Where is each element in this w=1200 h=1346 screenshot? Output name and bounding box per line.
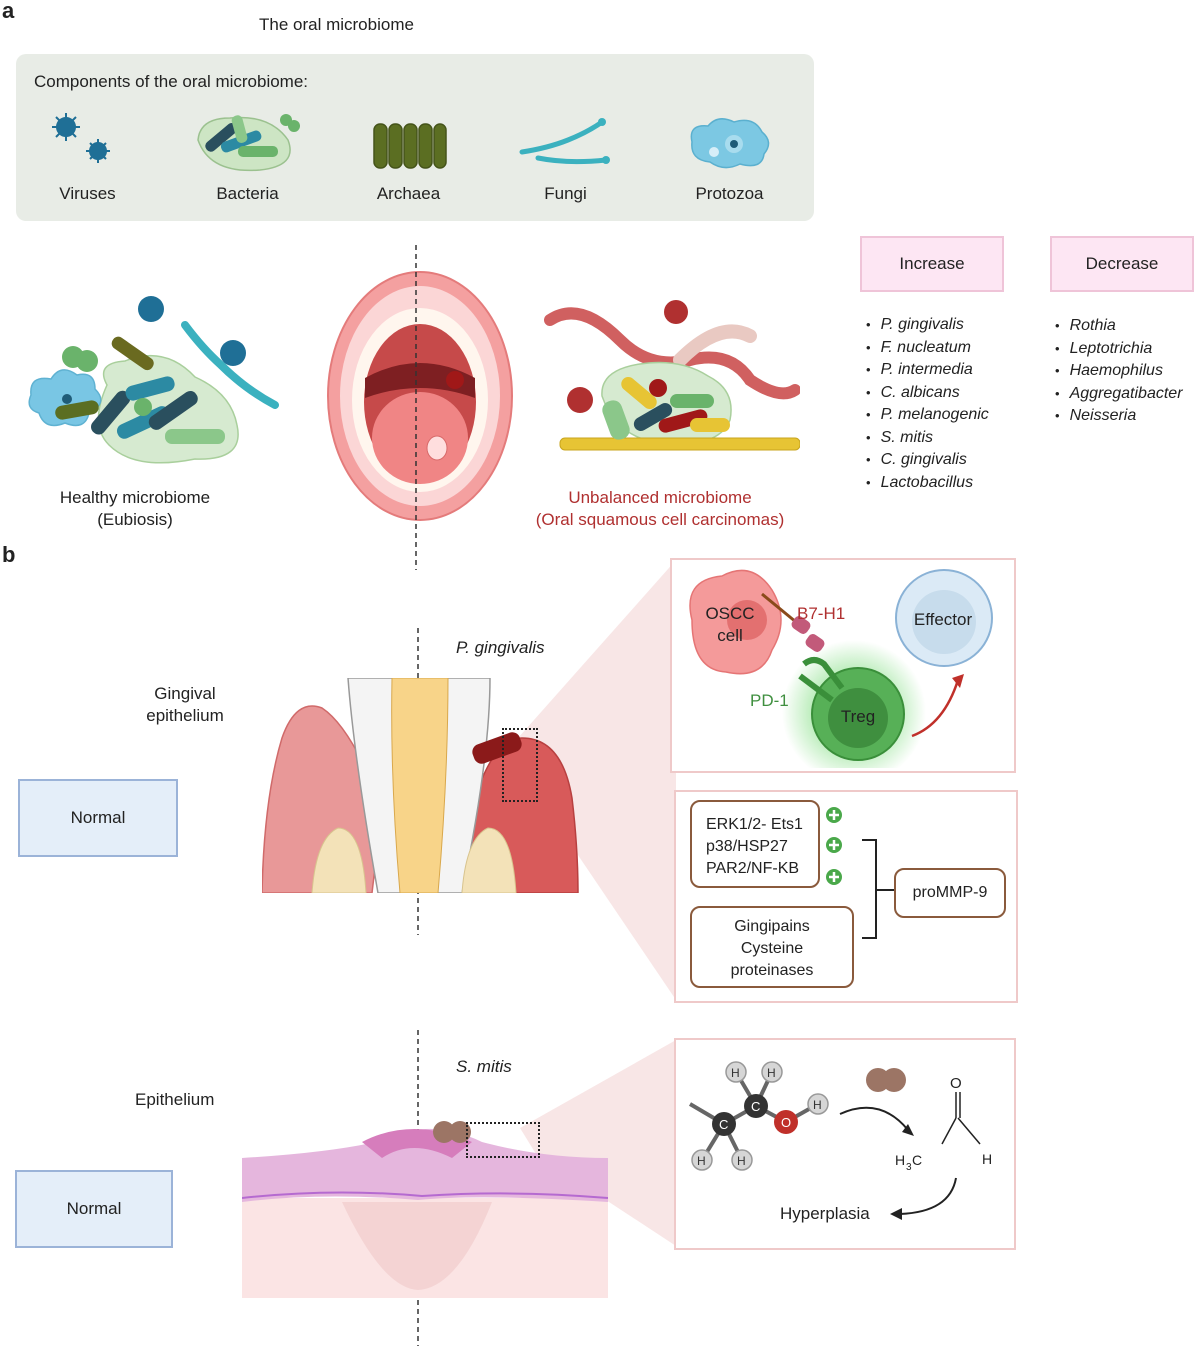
atom-h-5: H — [813, 1098, 822, 1112]
list-item: P. melanogenic — [866, 404, 989, 427]
open-mouth-illustration — [327, 271, 513, 521]
gingipains-line: Gingipains — [734, 918, 810, 935]
list-item: S. mitis — [866, 427, 989, 450]
epithelium-illustration — [242, 1121, 608, 1298]
sm-label: S. mitis — [456, 1057, 512, 1076]
normal-box-1: Normal — [18, 779, 178, 857]
atom-c-2: C — [751, 1099, 760, 1114]
fungi-icon — [519, 118, 610, 165]
component-label-viruses: Viruses — [59, 184, 116, 203]
unbalanced-label: Unbalanced microbiome — [568, 488, 752, 507]
oscc-label-line1: OSCC — [705, 604, 755, 623]
atom-o: O — [781, 1115, 791, 1130]
oscc-label-line2: cell — [717, 626, 743, 645]
h3c-h: H — [895, 1152, 905, 1168]
plus-icons — [826, 807, 842, 885]
divider-line-top — [415, 245, 417, 570]
hyperplasia-label: Hyperplasia — [780, 1204, 870, 1223]
pathway-item: p38/HSP27 — [706, 838, 788, 855]
list-item: P. gingivalis — [866, 314, 989, 337]
immune-interaction-illustration — [689, 569, 993, 768]
component-label-bacteria: Bacteria — [216, 184, 279, 203]
unbalanced-sublabel: (Oral squamous cell carcinomas) — [535, 510, 785, 529]
aldehyde-oxygen: O — [950, 1075, 962, 1092]
pathway-box: ERK1/2- Ets1 p38/HSP27 PAR2/NF-KB — [690, 800, 820, 888]
panel-letter-b: b — [2, 542, 16, 567]
healthy-sublabel: (Eubiosis) — [97, 510, 173, 529]
component-label-protozoa: Protozoa — [695, 184, 764, 203]
pathway-item: PAR2/NF-KB — [706, 860, 800, 877]
epithelium-label: Epithelium — [135, 1090, 215, 1109]
gingival-label-line2: epithelium — [146, 706, 224, 725]
protozoa-icon — [690, 118, 770, 169]
decrease-list: Rothia Leptotrichia Haemophilus Aggregat… — [1055, 315, 1183, 428]
list-item: Rothia — [1055, 315, 1183, 338]
list-item: F. nucleatum — [866, 337, 989, 360]
atom-h-4: H — [767, 1066, 776, 1080]
h3c-subscript: 3 — [906, 1162, 912, 1173]
virus-icon — [52, 113, 110, 163]
bracket-connector — [862, 839, 896, 939]
panel-a-title: The oral microbiome — [259, 15, 414, 34]
healthy-microbiome-illustration — [28, 296, 279, 464]
decrease-box: Decrease — [1050, 236, 1194, 292]
increase-list: P. gingivalis F. nucleatum P. intermedia… — [866, 314, 989, 494]
normal-box-2: Normal — [15, 1170, 173, 1248]
gingival-tooth-illustration — [262, 678, 579, 893]
component-label-fungi: Fungi — [544, 184, 587, 203]
b7h1-label: B7-H1 — [797, 604, 846, 623]
zoom-region-marker-1 — [502, 728, 538, 802]
archaea-icon — [373, 123, 447, 169]
pg-label: P. gingivalis — [456, 638, 545, 657]
unbalanced-microbiome-illustration — [544, 300, 800, 451]
list-item: Aggregatibacter — [1055, 383, 1183, 406]
treg-label: Treg — [840, 707, 876, 726]
ethanol-to-acetaldehyde-diagram: C C O H H H H H O H 3 C H — [688, 1061, 992, 1220]
increase-box: Increase — [860, 236, 1004, 292]
zoom-region-marker-2 — [466, 1122, 540, 1158]
pd1-label: PD-1 — [750, 691, 789, 710]
gingival-label-line1: Gingival — [154, 684, 216, 703]
gingipains-line: Cysteine — [740, 940, 804, 957]
list-item: P. intermedia — [866, 359, 989, 382]
list-item: Neisseria — [1055, 405, 1183, 428]
atom-c-1: C — [719, 1117, 728, 1132]
effector-label: Effector — [913, 610, 973, 629]
bacteria-icon — [197, 114, 300, 172]
prommp9-box: proMMP-9 — [894, 868, 1006, 918]
list-item: Leptotrichia — [1055, 338, 1183, 361]
list-item: Haemophilus — [1055, 360, 1183, 383]
atom-h-3: H — [731, 1066, 740, 1080]
aldehyde-hydrogen: H — [982, 1151, 992, 1167]
list-item: C. albicans — [866, 382, 989, 405]
atom-h-1: H — [697, 1154, 706, 1168]
gingipains-line: proteinases — [730, 962, 814, 979]
pathway-item: ERK1/2- Ets1 — [706, 816, 803, 833]
h3c-c: C — [912, 1152, 922, 1168]
panel-letter-a: a — [2, 0, 15, 23]
components-heading: Components of the oral microbiome: — [34, 72, 309, 91]
list-item: C. gingivalis — [866, 449, 989, 472]
list-item: Lactobacillus — [866, 472, 989, 495]
atom-h-2: H — [737, 1154, 746, 1168]
healthy-label: Healthy microbiome — [59, 488, 211, 507]
component-label-archaea: Archaea — [376, 184, 441, 203]
gingipains-box: Gingipains Cysteine proteinases — [690, 906, 854, 988]
